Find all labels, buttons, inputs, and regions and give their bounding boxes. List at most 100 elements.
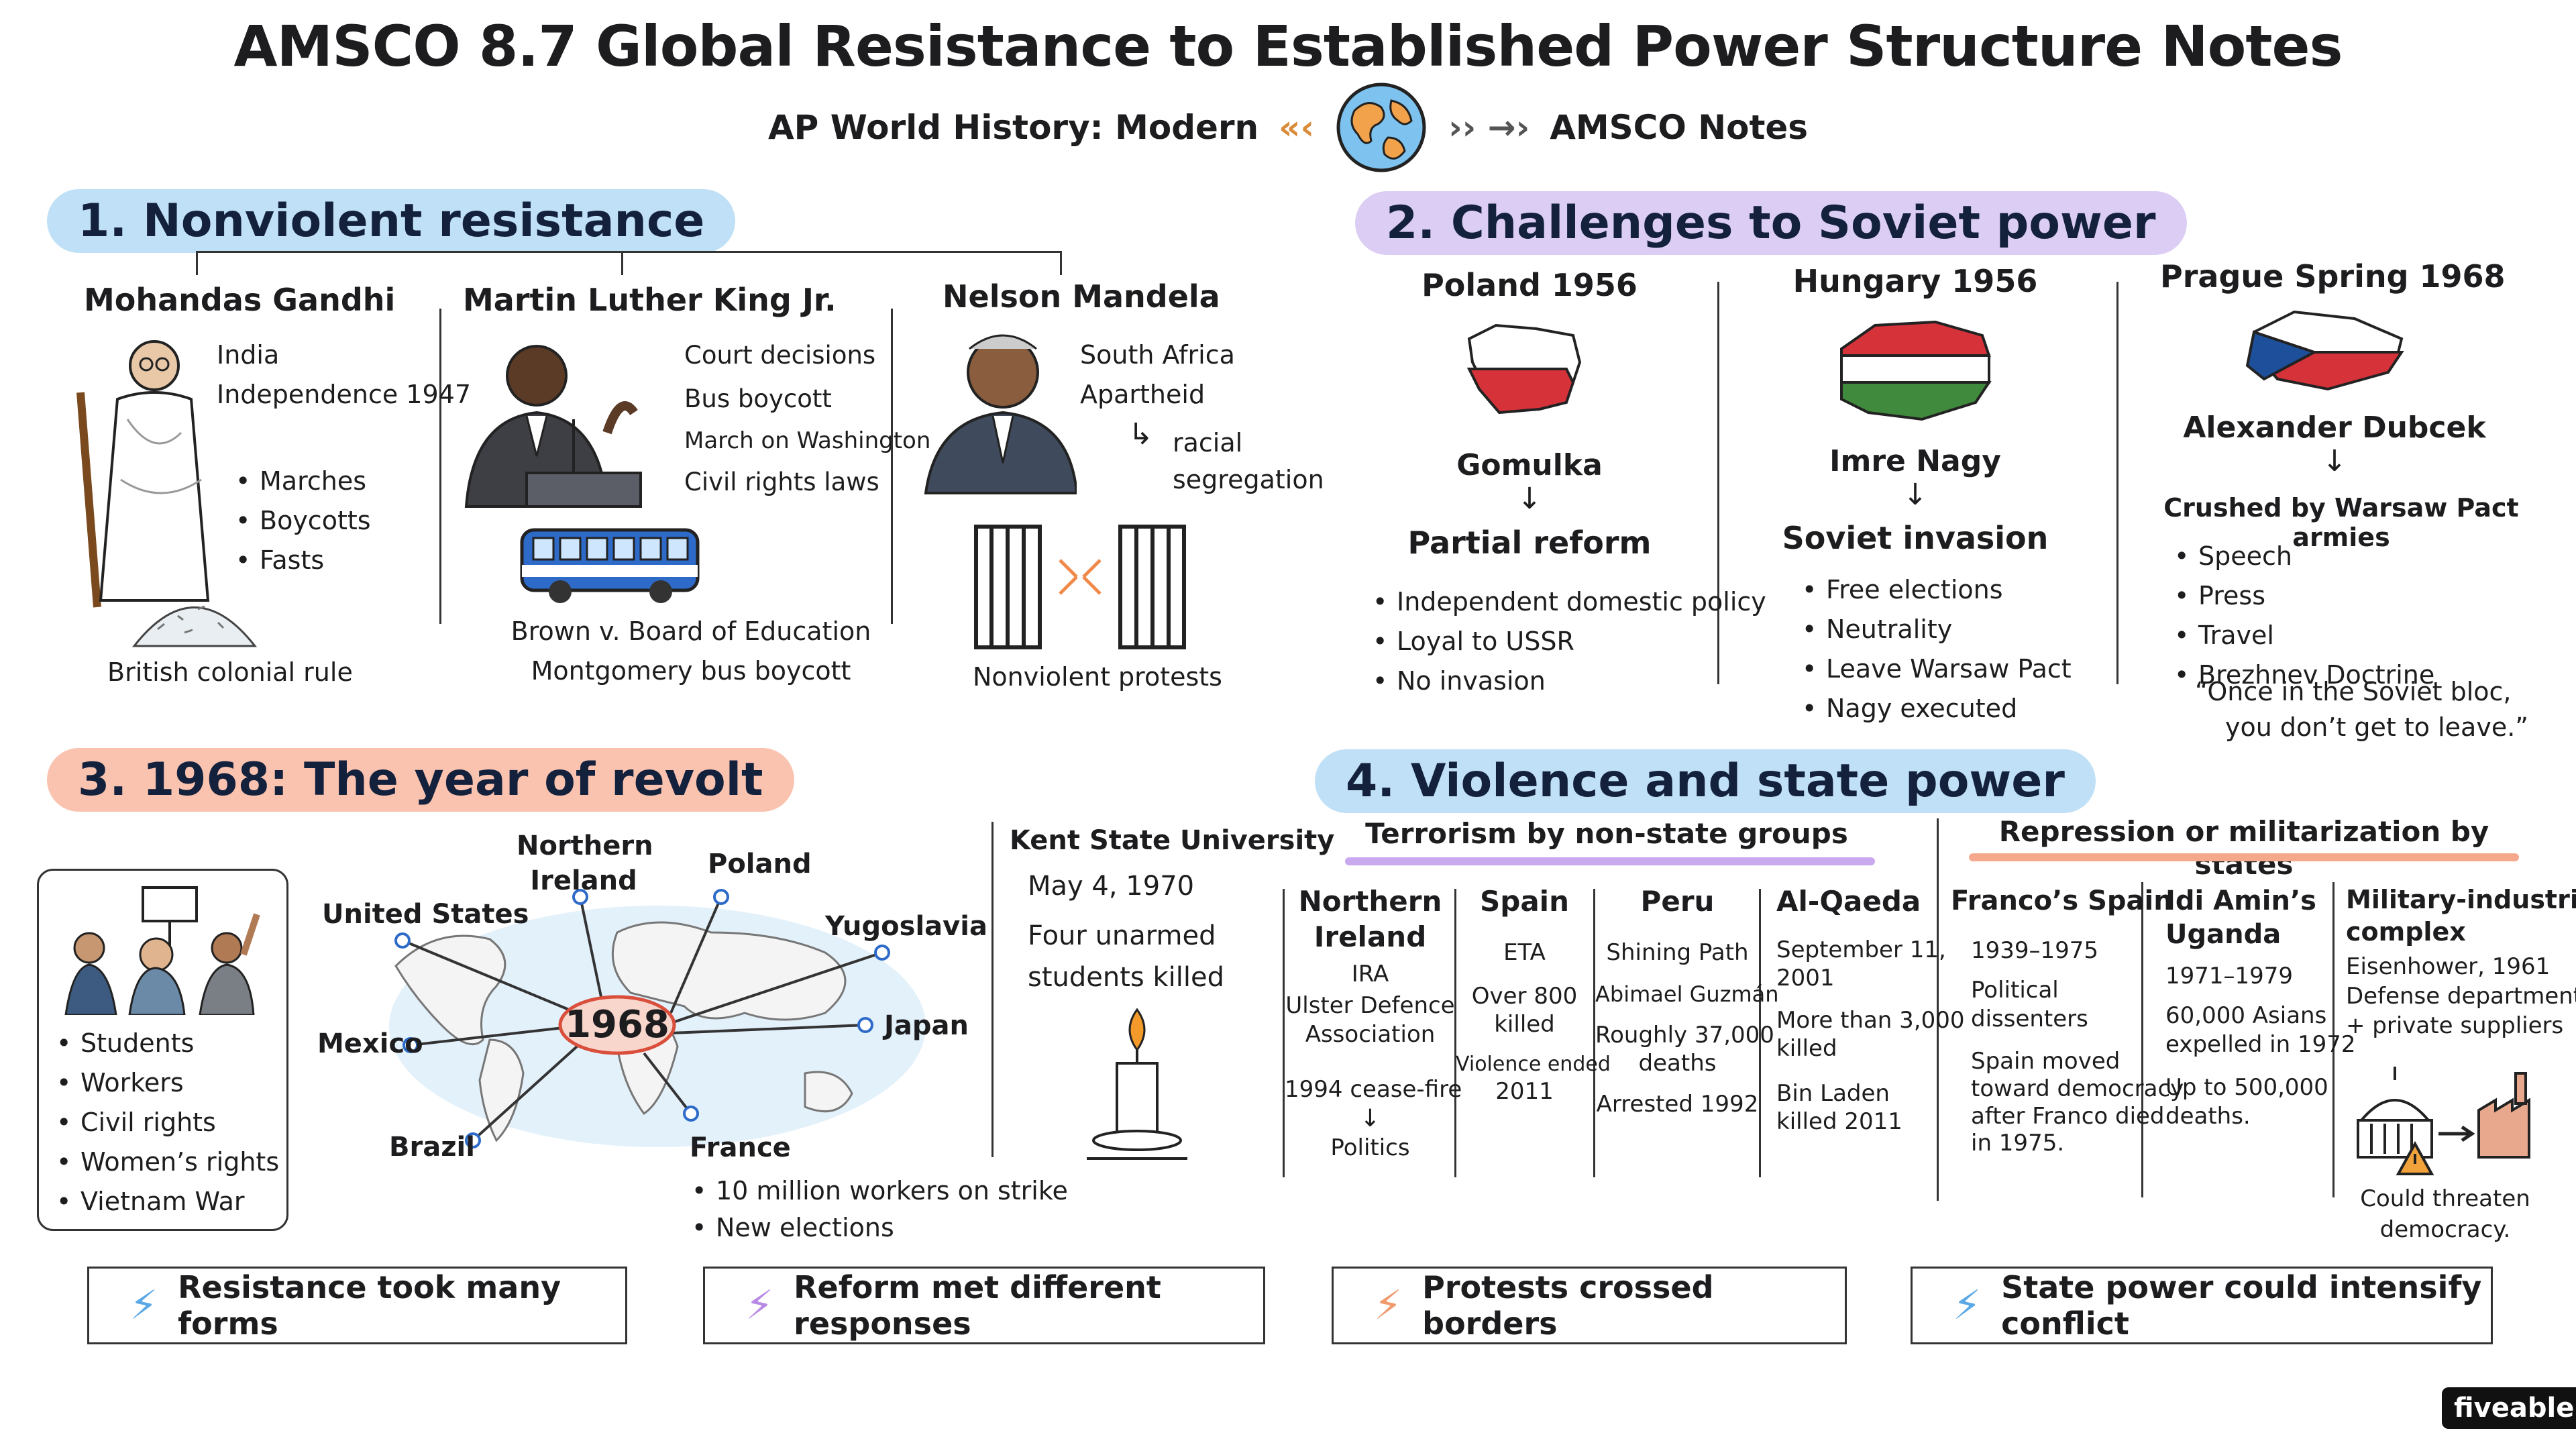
peru-line: Shining Path — [1606, 938, 1749, 966]
mic-line: + private suppliers — [2346, 1012, 2564, 1040]
franco-line: Political — [1971, 977, 2059, 1004]
mlk-line: March on Washington — [684, 427, 931, 454]
ni-name: Ireland — [1313, 920, 1427, 953]
gandhi-caption: British colonial rule — [107, 657, 353, 687]
s4-divider-6 — [2141, 882, 2143, 1197]
hungary-name: Hungary 1956 — [1792, 263, 2038, 299]
ni-line: Association — [1305, 1020, 1436, 1048]
place-poland: Poland — [708, 849, 812, 879]
takeaway-box: ⚡ Resistance took many forms — [87, 1267, 627, 1344]
place-mexico: Mexico — [317, 1028, 423, 1059]
gandhi-bullets: Marches Boycotts Fasts — [231, 462, 371, 580]
s3-divider — [991, 822, 994, 1157]
poland-leader: Gomulka — [1456, 448, 1603, 482]
mandela-line: Apartheid — [1080, 379, 1205, 409]
s4-divider-5 — [1937, 818, 1939, 1201]
terror-heading: Terrorism by non-state groups — [1365, 817, 1848, 850]
ni-arrow-icon: ↓ — [1360, 1105, 1381, 1132]
alqaeda-name: Al-Qaeda — [1776, 885, 1921, 918]
globe-icon — [1336, 83, 1426, 172]
left-arrows-icon: «‹ — [1279, 108, 1315, 147]
sparkle-icon: ⚡ — [1374, 1282, 1403, 1329]
ni-line: Politics — [1330, 1134, 1410, 1161]
takeaway-text: Reform met different responses — [794, 1269, 1161, 1342]
brand-logo[interactable]: fiveable — [2442, 1387, 2576, 1429]
ni-name: Northern — [1298, 885, 1442, 918]
poland-name: Poland 1956 — [1421, 267, 1638, 303]
prison-gates-icon — [974, 525, 1186, 649]
mic-column: Military-industrial complex Eisenhower, … — [2346, 884, 2576, 1041]
takeaway-box: ⚡ Protests crossed borders — [1332, 1267, 1847, 1344]
spain-line: killed — [1494, 1011, 1555, 1038]
prague-leader: Alexander Dubcek — [2183, 411, 2486, 445]
list-item: Vietnam War — [52, 1182, 279, 1222]
mlk-name: Martin Luther King Jr. — [463, 282, 837, 318]
list-item: Speech — [2170, 537, 2434, 576]
gandhi-illustration — [76, 340, 210, 608]
s2-divider-1 — [1717, 282, 1719, 684]
kent-info: May 4, 1970 Four unarmed students killed — [1028, 865, 1224, 998]
mic-name: complex — [2346, 916, 2466, 947]
prague-bullets: Speech Press Travel Brezhnev Doctrine — [2170, 537, 2434, 695]
list-item: Loyal to USSR — [1368, 622, 1766, 661]
section-1-title: 1. Nonviolent resistance — [47, 189, 736, 253]
course-label: AP World History: Modern — [767, 108, 1259, 147]
czech-flag-map-icon — [2245, 310, 2404, 391]
list-item: Civil rights — [52, 1103, 279, 1142]
bus-icon — [520, 528, 700, 603]
peru-name: Peru — [1640, 885, 1715, 918]
kent-line: May 4, 1970 — [1028, 871, 1195, 902]
right-arrows-icon: ›› →› — [1448, 108, 1530, 147]
section-3-title: 3. 1968: The year of revolt — [47, 748, 794, 812]
amin-line: expelled in 1972 — [2165, 1030, 2356, 1058]
map-center-label: 1968 — [565, 1003, 669, 1046]
mandela-info: South Africa Apartheid — [1080, 335, 1235, 415]
gandhi-info: India Independence 1947 — [217, 335, 471, 415]
spain-line: ETA — [1503, 938, 1546, 966]
ni-line: 1994 cease-fire — [1285, 1076, 1462, 1103]
alqaeda-line: killed — [1776, 1035, 1837, 1062]
takeaway-text: State power could intensify conflict — [2001, 1269, 2482, 1342]
mandela-subline: segregation — [1173, 465, 1324, 495]
franco-line: Spain moved — [1971, 1048, 2121, 1075]
amin-column: Idi Amin’s Uganda 1971–1979 60,000 Asian… — [2165, 884, 2356, 1130]
s1-connector-right — [1060, 251, 1062, 275]
prague-arrow-icon: ↓ — [2322, 444, 2347, 478]
prague-name: Prague Spring 1968 — [2160, 258, 2506, 294]
ni-line: IRA — [1351, 961, 1389, 987]
prague-quote: “Once in the Soviet bloc, you don’t get … — [2195, 674, 2528, 745]
list-item: Free elections — [1798, 570, 2072, 610]
candle-icon — [1087, 1008, 1187, 1160]
mandela-caption: Nonviolent protests — [973, 662, 1222, 692]
list-item: Nagy executed — [1798, 689, 2072, 729]
kent-line: students killed — [1028, 962, 1224, 993]
kent-title: Kent State University — [1010, 825, 1335, 856]
s2-divider-2 — [2116, 282, 2118, 684]
mandela-line: South Africa — [1080, 340, 1235, 370]
spain-line: Violence ended — [1456, 1052, 1611, 1076]
alqaeda-line: Bin Laden — [1776, 1079, 1890, 1107]
place-line: Northern — [517, 830, 653, 861]
gandhi-name: Mohandas Gandhi — [84, 282, 396, 318]
ni-column: Northern Ireland IRA Ulster Defence Asso… — [1285, 884, 1462, 1165]
mlk-info: Court decisions Bus boycott March on Was… — [684, 334, 930, 504]
quote-line: “Once in the Soviet bloc, — [2195, 677, 2512, 706]
peru-column: Peru Shining Path Abimael Guzmán Roughly… — [1595, 884, 1779, 1122]
page-title: AMSCO 8.7 Global Resistance to Establish… — [233, 13, 2343, 79]
hungary-leader: Imre Nagy — [1829, 444, 2001, 478]
mlk-line: Civil rights laws — [684, 468, 879, 496]
alqaeda-column: Al-Qaeda September 11, 2001 More than 3,… — [1776, 884, 1965, 1136]
s4-divider-3 — [1593, 889, 1595, 1177]
place-brazil: Brazil — [389, 1132, 475, 1163]
sparkle-icon: ⚡ — [745, 1282, 774, 1329]
repress-heading: Repression or militarization by states — [1998, 815, 2489, 881]
mic-line: Defense departments — [2346, 983, 2576, 1010]
hungary-result: Soviet invasion — [1782, 520, 2049, 556]
mlk-caption: Montgomery bus boycott — [531, 655, 851, 686]
mandela-illustration — [924, 334, 1077, 494]
gandhi-line: India — [217, 340, 280, 370]
poland-bullets: Independent domestic policy Loyal to USS… — [1368, 582, 1766, 701]
s1-divider-1 — [439, 309, 441, 624]
peru-line: Arrested 1992 — [1596, 1090, 1759, 1118]
